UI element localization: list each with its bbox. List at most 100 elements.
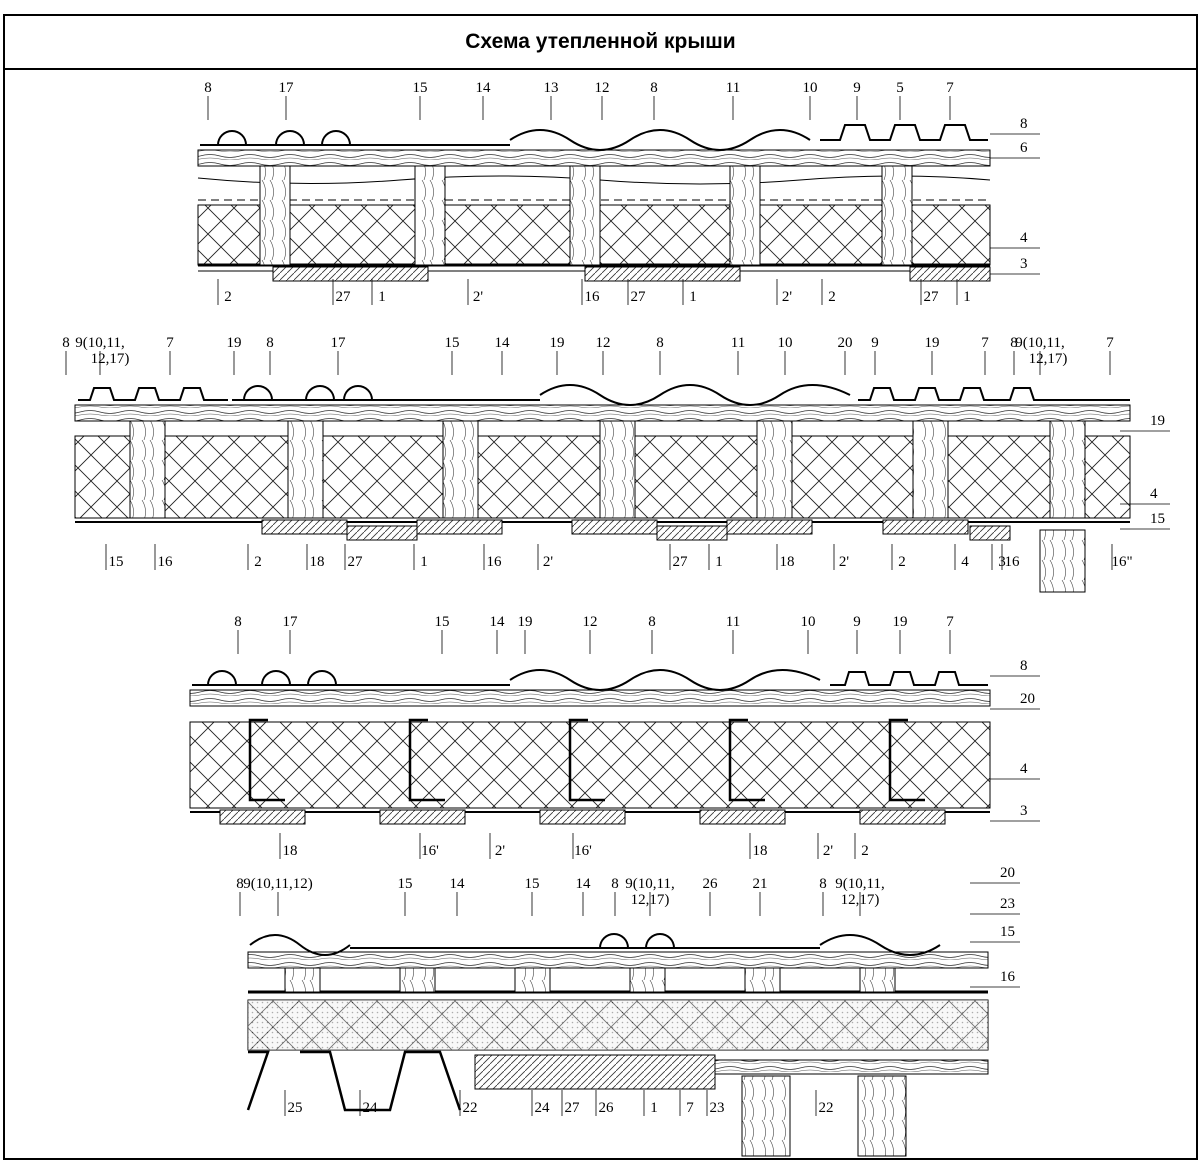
panel-2-bottom-label: 16 xyxy=(158,554,174,570)
panel-2-top-label: 8 xyxy=(62,335,70,351)
panel-1-bottom-label: 2 xyxy=(828,289,836,305)
panel-1-right-label: 4 xyxy=(1020,230,1028,246)
panel-3-right-label: 4 xyxy=(1020,761,1028,777)
panel-2-bottom-label: 16 xyxy=(1005,554,1021,570)
panel-1-bottom-label: 1 xyxy=(963,289,971,305)
panel-4-top-label: 9(10,11,12) xyxy=(243,876,312,892)
title-bar: Схема утепленной крыши xyxy=(5,16,1196,70)
panel-1-top-label: 12 xyxy=(595,80,610,96)
panel-4-top-label: 14 xyxy=(576,876,592,892)
panel-2-top-label: 10 xyxy=(778,335,793,351)
panel-4-top-label: 9(10,11, xyxy=(835,876,884,892)
panel-3-bottom-label: 16' xyxy=(574,843,592,859)
panel-1 xyxy=(197,124,991,282)
panel-2-bottom-label: 2' xyxy=(543,554,554,570)
panel-1-bottom-label: 27 xyxy=(924,289,940,305)
panel-3-top-label: 15 xyxy=(435,614,450,630)
panel-4-bottom-label: 22 xyxy=(819,1100,834,1116)
panel-2-top-label: 8 xyxy=(656,335,664,351)
panel-3-top-label: 12 xyxy=(583,614,598,630)
panel-4-top-label: 12,17) xyxy=(631,892,670,908)
panel-2 xyxy=(74,384,1131,593)
panel-1-sheathing xyxy=(197,149,991,167)
panel-2-beam xyxy=(1039,529,1086,593)
panel-1-top-label: 5 xyxy=(896,80,904,96)
panel-4-lower-board xyxy=(714,1059,989,1075)
panel-4-top-label: 15 xyxy=(525,876,540,892)
panel-1-bottom-label: 27 xyxy=(336,289,352,305)
panel-3-top-label: 17 xyxy=(283,614,299,630)
panel-3 xyxy=(189,669,991,825)
panel-4-bottom-label: 24 xyxy=(535,1100,551,1116)
panel-1-top-label: 9 xyxy=(853,80,861,96)
panel-1-right-label: 6 xyxy=(1020,140,1028,156)
panel-3-top-label: 8 xyxy=(648,614,656,630)
panel-2-top-label: 14 xyxy=(495,335,511,351)
panel-1-bottom-label: 27 xyxy=(631,289,647,305)
panel-4-bottom-label: 7 xyxy=(686,1100,694,1116)
panel-1-top-label: 10 xyxy=(803,80,818,96)
panel-4-battens xyxy=(284,967,896,993)
panel-4-right-label: 20 xyxy=(1000,865,1015,881)
panel-2-top-label: 7 xyxy=(166,335,174,351)
panel-2-top-label: 8 xyxy=(1010,335,1018,351)
panel-4-top-label: 12,17) xyxy=(841,892,880,908)
panel-3-right-label: 3 xyxy=(1020,803,1028,819)
panel-4-deck xyxy=(246,1050,462,1112)
panel-1-roofing xyxy=(200,124,988,151)
panel-1-rafters xyxy=(259,165,913,266)
panel-4-sheathing xyxy=(247,951,989,969)
panel-3-bottom-label: 18 xyxy=(753,843,768,859)
panel-2-top-label: 9 xyxy=(871,335,879,351)
panel-2-top-label: 11 xyxy=(731,335,745,351)
panel-3-right-label: 20 xyxy=(1020,691,1035,707)
panel-2-bottom-label: 16 xyxy=(487,554,503,570)
panel-1-bottom-label: 2' xyxy=(473,289,484,305)
panel-1-boards xyxy=(272,266,991,282)
panel-2-top-label: 19 xyxy=(550,335,565,351)
panel-4-bottom-label: 26 xyxy=(599,1100,615,1116)
diagram-frame: Схема утепленной крыши xyxy=(3,14,1198,1160)
panel-2-top-label: 19 xyxy=(925,335,940,351)
panel-3-roofing xyxy=(192,669,988,691)
panel-2-top-label: 9(10,11, xyxy=(1015,335,1064,351)
panel-2-bottom-label: 27 xyxy=(348,554,364,570)
panel-2-sheathing xyxy=(74,404,1131,422)
panel-2-top-label: 12 xyxy=(596,335,611,351)
panel-4-bottom-label: 1 xyxy=(650,1100,658,1116)
panel-2-right-label: 4 xyxy=(1150,486,1158,502)
panel-1-bottom-label: 2 xyxy=(224,289,232,305)
panel-3-boards xyxy=(219,809,946,825)
panel-3-bottom-label: 16' xyxy=(421,843,439,859)
panel-3-insulation xyxy=(189,721,991,809)
panel-2-bottom-label: 18 xyxy=(780,554,795,570)
panel-4-board xyxy=(474,1054,716,1090)
panel-3-top-label: 11 xyxy=(726,614,740,630)
panel-2-right-label: 15 xyxy=(1150,511,1165,527)
panel-3-bottom-label: 2' xyxy=(823,843,834,859)
panel-4-top-label: 8 xyxy=(611,876,619,892)
panel-1-top-label: 11 xyxy=(726,80,740,96)
panel-2-bottom-label: 15 xyxy=(109,554,124,570)
panel-3-top-label: 7 xyxy=(946,614,954,630)
panel-3-top-label: 9 xyxy=(853,614,861,630)
panel-1-top-label: 13 xyxy=(544,80,559,96)
panel-2-bottom-label: 18 xyxy=(310,554,325,570)
panel-2-bottom-label: 27 xyxy=(673,554,689,570)
panel-4 xyxy=(246,933,989,1157)
panel-2-top-label: 12,17) xyxy=(1029,351,1068,367)
panel-1-top-label: 14 xyxy=(476,80,492,96)
panel-3-bottom-label: 2' xyxy=(495,843,506,859)
panel-2-top-label: 19 xyxy=(227,335,242,351)
panel-2-roofing xyxy=(78,384,1130,406)
panel-1-bottom-label: 2' xyxy=(782,289,793,305)
panel-3-top-label: 19 xyxy=(518,614,533,630)
panel-2-bottom-label: 4 xyxy=(961,554,969,570)
panel-4-top-label: 8 xyxy=(819,876,827,892)
panel-4-bottom-label: 25 xyxy=(288,1100,303,1116)
panel-1-right-label: 3 xyxy=(1020,256,1028,272)
panel-2-bottom-label: 1 xyxy=(715,554,723,570)
panel-3-top-label: 10 xyxy=(801,614,816,630)
panel-4-top-label: 26 xyxy=(703,876,719,892)
